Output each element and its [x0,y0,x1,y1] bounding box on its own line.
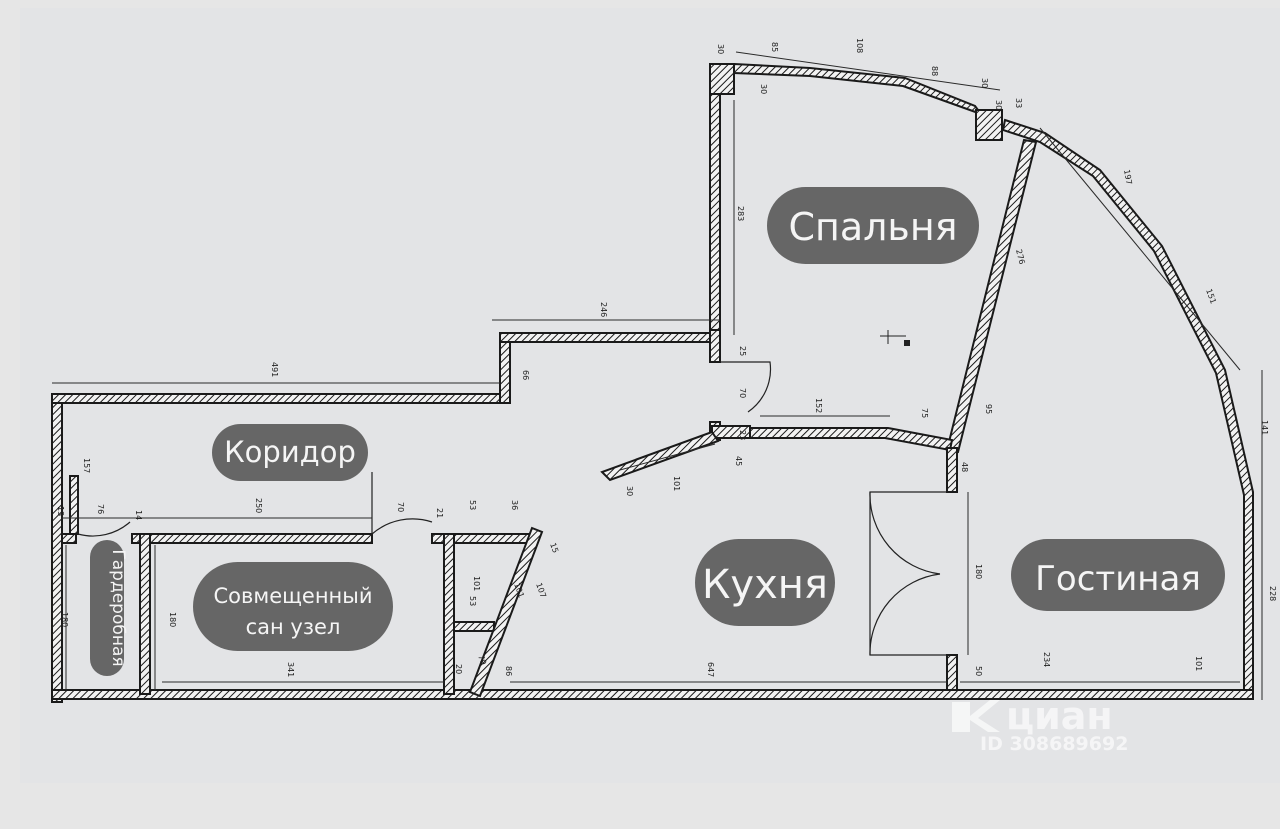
dim-label: 246 [599,302,608,317]
dim-label: 228 [1268,586,1277,601]
dim-label: 50 [974,666,983,676]
dim-label: 14 [134,510,143,520]
dim-label: 30 [759,84,768,94]
wall-bedroom-jamb [709,329,721,363]
dim-label: 20 [454,664,463,674]
wall-kitchen-angled [600,430,720,482]
dim-label: 101 [472,576,481,591]
watermark-brand: циан [1006,694,1113,738]
wall-bottom [51,689,1254,700]
wall-kitchen-living-top [946,447,958,493]
dim-label: 36 [510,500,519,510]
room-name: Гостиная [1035,559,1201,599]
watermark: циан ID 308689692 [952,694,1128,755]
dim-label: 66 [521,370,530,380]
dim-label: 250 [254,498,263,513]
dim-label: 234 [1042,652,1051,667]
dim-label: 53 [468,596,477,606]
dim-label: 197 [1122,169,1134,186]
room-label-kitchen: Кухня [695,539,835,626]
dim-label: 30 [716,44,725,54]
dim-label: 48 [960,462,969,472]
room-name: Кухня [702,562,828,608]
wall-bath-top [131,533,373,544]
dim-label: 23 [738,430,747,440]
dim-label: 157 [82,458,91,473]
dim-label: 152 [814,398,823,413]
dim-label: 33 [1014,98,1023,108]
dim-label: 341 [286,662,295,677]
room-label-bedroom: Спальня [767,187,979,264]
dim-label: 180 [974,564,983,579]
dim-label: 79 [476,654,488,667]
wall-bath-right [443,533,455,695]
wall-wardrobe-post [69,475,79,535]
dim-label: 86 [504,666,513,676]
door-wardrobe [77,478,131,537]
room-name: Гардеробная [108,549,128,666]
dim-label: 30 [980,78,989,88]
cian-logo-icon [952,700,1000,732]
dim-label: 141 [1260,420,1269,435]
room-label-corridor: Коридор [212,424,368,481]
dim-label: 21 [435,508,444,518]
door-bathroom [371,472,433,536]
room-label-wardrobe: Гардеробная [90,540,128,676]
dim-label: 88 [930,66,939,76]
dim-label: 45 [734,456,743,466]
dim-label: 85 [770,42,779,52]
watermark-id: ID 308689692 [980,733,1128,755]
walls [51,62,1254,703]
room-name: Коридор [224,435,356,469]
dim-label: 75 [920,408,929,418]
dim-label: 13 [56,506,65,516]
wall-step [499,332,511,404]
north-marker-icon [880,330,910,346]
dim-label: 25 [738,346,747,356]
room-name: Совмещенный [213,584,372,608]
dim-label: 108 [855,38,864,53]
dim-label: 30 [994,100,1003,110]
column-top-left [709,63,735,95]
wall-bedroom-left [709,63,721,363]
dim-label: 491 [270,362,279,377]
door-bedroom [720,361,772,413]
wall-bath-angled [468,526,544,698]
column-top-right [975,109,1003,141]
room-label-bathroom: Совмещенный сан узел [193,562,393,651]
wall-left [51,393,63,703]
dim-label: 276 [1014,248,1026,265]
dim-label: 30 [625,486,634,496]
wall-corridor-top [51,393,511,404]
dim-label: 70 [738,388,747,398]
dim-label: 647 [706,662,715,677]
wall-wardrobe-top [61,533,77,544]
dim-label: 180 [168,612,177,627]
dim-label: 70 [396,502,405,512]
room-label-living: Гостиная [1011,539,1225,611]
dim-label: 95 [984,404,993,414]
wall-shaft [453,621,495,632]
dim-label: 53 [468,500,477,510]
dim-label: 15 [548,542,560,555]
dimension-lines [52,51,1263,700]
dim-label: 180 [60,612,69,627]
dim-label: 101 [672,476,681,491]
dim-label: 283 [736,206,745,221]
wall-bath-left [139,533,151,695]
dim-label: 101 [1194,656,1203,671]
dim-label: 76 [96,504,105,514]
wall-step-top [499,332,719,343]
room-name: Спальня [788,205,957,249]
room-name-line2: сан узел [246,615,341,639]
doors [77,361,950,656]
